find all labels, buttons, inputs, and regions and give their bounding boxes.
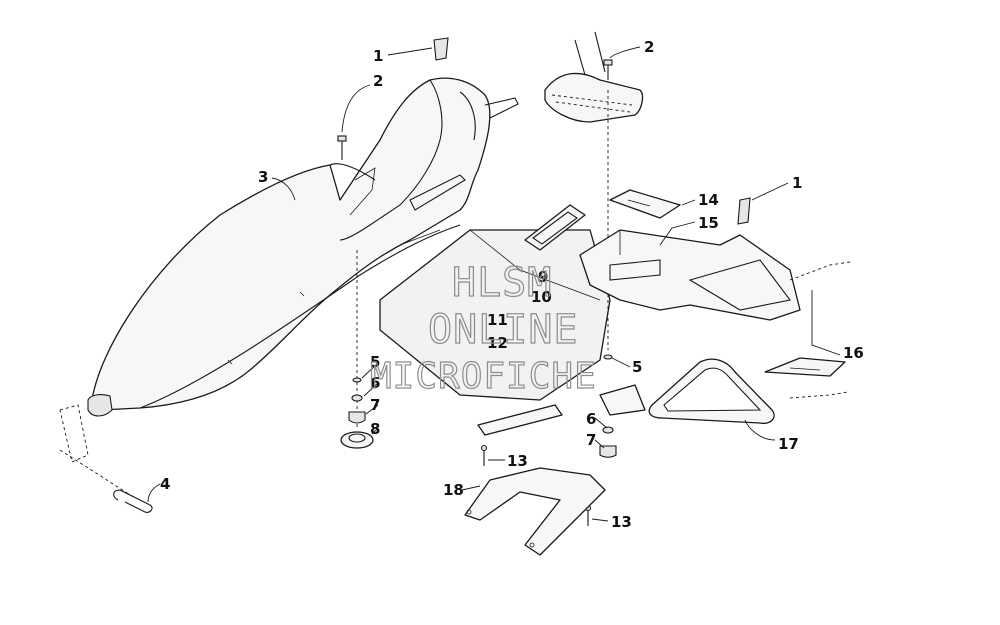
seal-ring-17-part [648,358,775,424]
callout-6-left: 6 [370,374,380,392]
callout-16: 16 [843,344,864,362]
grommet-8-part [340,431,374,449]
pad-14-part [609,189,681,219]
leader-lines [147,46,841,522]
pad-16-part [764,357,846,377]
callout-2-right: 2 [644,38,654,56]
callout-5-right: 5 [632,358,642,376]
watermark-line-3: MICROFICHE [370,356,597,397]
callout-12: 12 [487,334,508,352]
nut-7-right-part [599,445,617,458]
hood-body-part [87,77,519,417]
hitch-pin-4-part [59,449,153,513]
callout-1-left: 1 [373,47,383,65]
screw-2-left-part [337,135,347,160]
callout-7-right: 7 [586,431,596,449]
cap-1-left-part [433,37,449,61]
callout-9: 9 [538,268,548,286]
nut-7-left-part [348,411,366,424]
callout-10: 10 [531,288,552,306]
watermark-line-2: ONLINE [428,307,579,353]
grommet-6-right-part [602,426,614,434]
watermark-line-1: HLSM [452,260,552,306]
right-hardware-stack [599,354,617,458]
callout-8: 8 [370,420,380,438]
tunnel-pan-part [379,229,611,401]
rack-handle-part [524,204,586,251]
callout-labels: 1 2 2 3 1 14 15 9 10 11 12 5 6 7 8 5 16 … [160,38,864,531]
screw-2-right-part [603,59,613,350]
callout-6-right: 6 [586,410,596,428]
decal-outline-part [59,404,89,463]
deflector-18-part [464,467,606,556]
washer-5-left-part [352,377,362,383]
rope-segment-top [789,261,851,281]
callout-18: 18 [443,481,464,499]
seat-part [544,31,644,123]
callout-5-left: 5 [370,353,380,371]
callout-14: 14 [698,191,719,209]
callout-13-right: 13 [611,513,632,531]
storage-bracket-15-part [579,229,801,321]
callout-1-right: 1 [792,174,802,192]
left-hardware-stack [340,250,374,449]
grommet-6-left-part [351,394,363,402]
callout-17: 17 [778,435,799,453]
callout-15: 15 [698,214,719,232]
callout-7-left: 7 [370,396,380,414]
callout-2-left: 2 [373,72,383,90]
watermark: HLSM ONLINE MICROFICHE [369,259,597,397]
callout-4: 4 [160,475,170,493]
side-panel-part [599,384,646,416]
callout-11: 11 [487,311,508,329]
rope-segment-bottom [789,391,849,399]
small-bracket-part [477,404,563,436]
callout-13-left: 13 [507,452,528,470]
callout-3: 3 [258,168,268,186]
cap-1-right-part [737,197,751,225]
washer-5-right-part [603,354,613,360]
rivet-13-left-part [480,444,488,466]
